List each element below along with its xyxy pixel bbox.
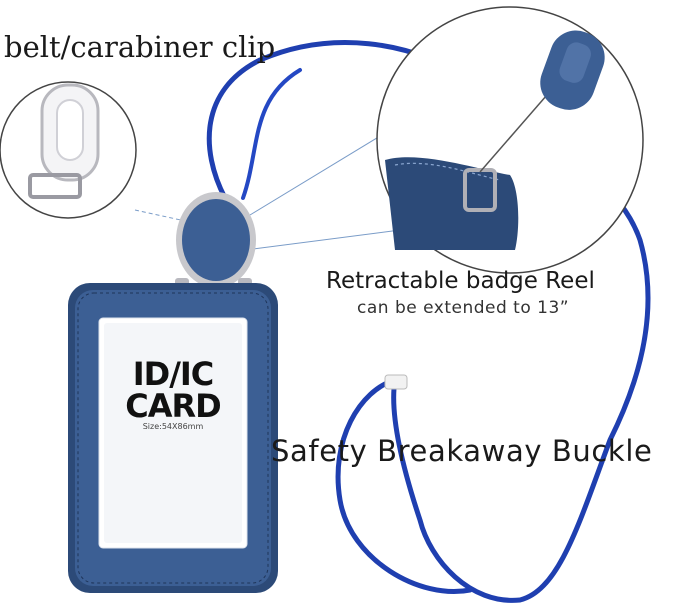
retractable-reel-icon (376, 6, 644, 274)
card-size-text: Size:54X86mm (142, 422, 204, 431)
breakaway-buckle-icon (384, 374, 408, 390)
lanyard-cord-loop (335, 377, 473, 594)
clip-label: belt/carabiner clip (4, 30, 276, 64)
reel-label: Retractable badge Reel (326, 268, 595, 294)
card-title: ID/IC CARD (118, 358, 228, 422)
buckle-label: Safety Breakaway Buckle (271, 434, 653, 468)
reel-sublabel: can be extended to 13” (357, 298, 570, 318)
lanyard-cord-left (241, 68, 302, 200)
card-title-line1: ID/IC (132, 355, 215, 393)
badge-holder (68, 283, 278, 593)
card-title-line2: CARD (125, 387, 221, 425)
carabiner-clip-icon (0, 81, 137, 219)
lanyard-cord (206, 40, 651, 603)
